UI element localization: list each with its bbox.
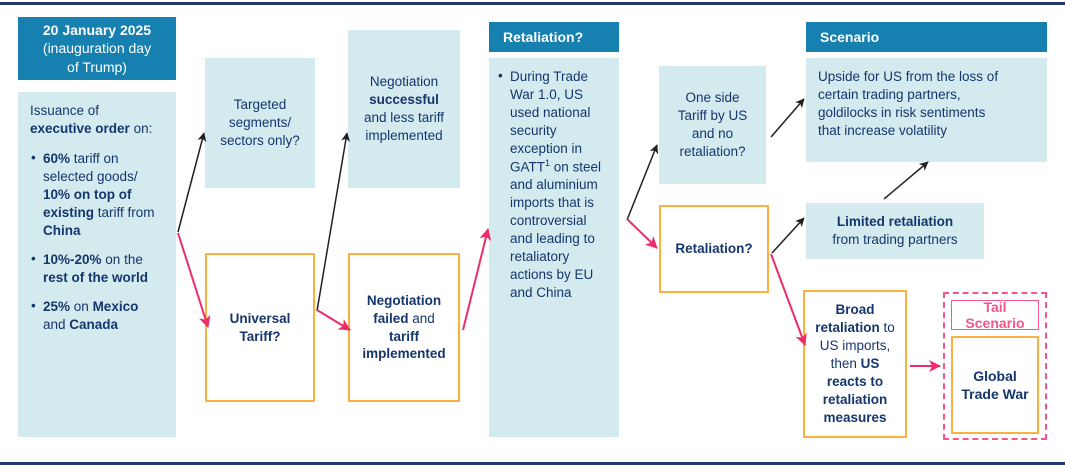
universal-tariff-line1: Universal: [229, 310, 291, 326]
arrow-one-side-to-upside: [770, 98, 805, 138]
executive-order-bullet: 60% tariff on selected goods/ 10% on top…: [30, 149, 164, 240]
arrow-eo-to-targeted: [177, 132, 207, 233]
upside-line1: Upside for US from the loss of: [818, 69, 999, 84]
retaliation-header-box: Retaliation?: [489, 22, 619, 52]
bullet-segment: on: [70, 298, 93, 314]
arrow-universal-to-negotiation-failed: [316, 309, 351, 331]
executive-order-box: Issuance of executive order on: 60% tari…: [18, 92, 176, 437]
universal-tariff-box: Universal Tariff?: [205, 253, 315, 402]
retaliation-header-label: Retaliation?: [503, 28, 584, 45]
arrow-retaliation-to-decision: [626, 218, 658, 249]
tail-scenario-body-line1: Global: [973, 367, 1017, 384]
targeted-line3: sectors only?: [220, 132, 300, 148]
universal-tariff-line2: Tariff?: [239, 328, 281, 344]
bullet-segment: Canada: [69, 316, 119, 332]
tail-scenario-body: Global Trade War: [951, 336, 1039, 434]
tail-scenario-wrapper: Tail Scenario Global Trade War: [943, 292, 1047, 440]
retaliation-bullet-post: on steel and aluminium imports that is c…: [510, 159, 602, 300]
bullet-segment: rest of the world: [43, 269, 149, 285]
retaliation-decision-box: Retaliation?: [659, 205, 769, 293]
retaliation-detail-box: During Trade War 1.0, US used national s…: [489, 58, 619, 437]
arrow-retaliation-to-one-side: [626, 144, 659, 221]
arrow-decision-to-limited: [771, 217, 805, 254]
bullet-segment: 25%: [43, 298, 71, 314]
retaliation-bullet-list: During Trade War 1.0, US used national s…: [497, 67, 609, 302]
bullet-segment: on the: [101, 251, 143, 267]
top-divider-rule: [0, 2, 1065, 5]
broad-retaliation-plain: to US imports, then: [819, 320, 895, 372]
date-header-line3: of Trump): [67, 58, 127, 75]
limited-retaliation-plain: from trading partners: [832, 232, 958, 247]
bottom-divider-rule: [0, 462, 1065, 465]
negotiation-success-line2: successful: [369, 92, 439, 108]
intro-prefix: Issuance of: [30, 103, 100, 118]
one-side-line1: One side: [685, 90, 740, 106]
negotiation-failed-box: Negotiation failed and tariff implemente…: [348, 253, 460, 402]
limited-retaliation-box: Limited retaliation from trading partner…: [806, 203, 984, 259]
bullet-segment: Mexico: [92, 298, 139, 314]
intro-suffix: on:: [129, 120, 153, 136]
upside-scenario-box: Upside for US from the loss of certain t…: [806, 58, 1047, 162]
date-header-line2: (inauguration day: [42, 40, 152, 57]
date-header-box: 20 January 2025 (inauguration day of Tru…: [18, 17, 176, 80]
negotiation-failed-bold2: tariff implemented: [362, 328, 446, 362]
scenario-header-box: Scenario: [806, 22, 1047, 52]
bullet-segment: China: [43, 222, 81, 238]
one-side-line4: retaliation?: [679, 143, 746, 159]
bullet-segment: and: [43, 316, 70, 332]
arrow-negotiation-failed-to-retaliation: [462, 228, 492, 331]
retaliation-decision-label: Retaliation?: [675, 241, 753, 257]
executive-order-intro: Issuance of executive order on:: [30, 102, 164, 138]
executive-order-bullet: 25% on Mexico and Canada: [30, 297, 164, 334]
tail-scenario-body-line2: Trade War: [961, 386, 1029, 402]
broad-retaliation-bold2: US reacts to retaliation measures: [822, 356, 888, 425]
retaliation-bullet-superscript: 1: [545, 157, 551, 168]
retaliation-bullet-pre: During Trade War 1.0, US used national s…: [510, 69, 591, 175]
tail-scenario-header-label: Tail Scenario: [965, 299, 1025, 331]
limited-retaliation-bold: Limited retaliation: [836, 214, 954, 230]
one-side-line2: Tariff by US: [677, 108, 748, 124]
negotiation-success-line4: implemented: [365, 127, 443, 143]
arrow-eo-to-universal: [177, 232, 211, 328]
date-header-line1: 20 January 2025: [42, 22, 152, 39]
retaliation-bullet-item: During Trade War 1.0, US used national s…: [497, 67, 609, 302]
one-side-tariff-box: One side Tariff by US and no retaliation…: [659, 66, 766, 184]
executive-order-bullet: 10%-20% on the rest of the world: [30, 250, 164, 287]
intro-bold: executive order: [30, 120, 130, 136]
arrow-decision-to-broad: [770, 253, 807, 346]
upside-line2: certain trading partners,: [818, 86, 961, 102]
tail-scenario-header: Tail Scenario: [951, 299, 1039, 331]
arrow-universal-to-negotiation-success: [316, 132, 351, 312]
executive-order-bullet-list: 60% tariff on selected goods/ 10% on top…: [30, 149, 164, 334]
upside-line4: that increase volatility: [818, 122, 948, 138]
broad-retaliation-box: Broad retaliation to US imports, then US…: [803, 290, 907, 438]
targeted-line1: Targeted: [233, 97, 287, 113]
scenario-header-label: Scenario: [820, 28, 880, 45]
targeted-line2: segments/: [228, 115, 292, 131]
negotiation-failed-plain: and: [408, 310, 435, 326]
negotiation-success-line1: Negotiation: [369, 74, 439, 90]
one-side-line3: and no: [691, 126, 734, 141]
bullet-segment: 60%: [43, 150, 71, 166]
bullet-segment: tariff on selected goods/: [43, 150, 138, 184]
negotiation-failed-text: Negotiation failed and tariff implemente…: [358, 292, 450, 364]
bullet-segment: 10% on top of existing: [43, 186, 132, 220]
broad-retaliation-text: Broad retaliation to US imports, then US…: [811, 301, 899, 427]
targeted-segments-box: Targeted segments/ sectors only?: [205, 58, 315, 188]
negotiation-successful-box: Negotiation successful and less tariff i…: [348, 30, 460, 188]
negotiation-failed-bold1: Negotiation failed: [366, 292, 442, 326]
bullet-segment: tariff from: [94, 204, 155, 220]
broad-retaliation-bold1: Broad retaliation: [815, 302, 880, 336]
bullet-segment: 10%-20%: [43, 251, 102, 267]
negotiation-success-line3: and less tariff: [363, 110, 445, 125]
arrow-limited-to-upside: [883, 161, 929, 200]
upside-line3: goldilocks in risk sentiments: [818, 104, 986, 120]
